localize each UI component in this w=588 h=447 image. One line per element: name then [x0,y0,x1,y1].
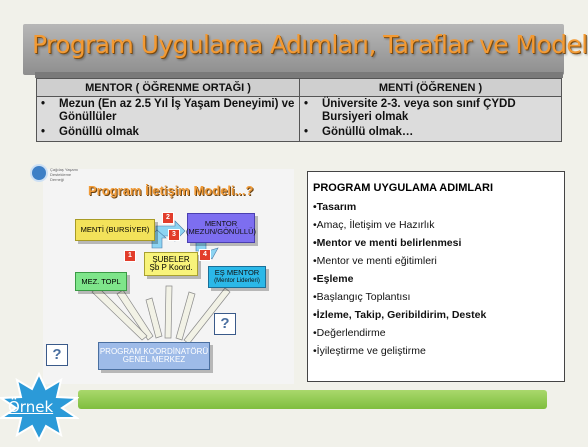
step-item: •Mentor ve menti eğitimleri [313,255,437,267]
menti-cell: • Üniversite 2-3. veya son sınıf ÇYDD Bu… [299,96,562,142]
mentor-cell: • Mezun (En az 2.5 Yıl İş Yaşam Deneyimi… [36,96,300,142]
mentor-item: Gönüllü olmak [59,126,139,138]
diagram-title: Program İletişim Modeli...? [88,183,254,198]
menti-header: MENTİ (ÖĞRENEN ) [299,78,562,97]
step-item: •Eşleme [313,273,354,285]
title-underline [35,72,563,78]
mentor-header: MENTOR ( ÖĞRENME ORTAĞI ) [36,78,300,97]
mez-topl-box-label: MEZ. TOPL [81,276,121,286]
question-mark-icon: ? [46,344,68,366]
step-item: •İyileştirme ve geliştirme [313,345,426,357]
roles-table: MENTOR ( ÖĞRENME ORTAĞI ) MENTİ (ÖĞRENEN… [36,78,562,142]
implementation-steps-panel [307,171,565,382]
menti-item: Üniversite 2-3. veya son sınıf ÇYDD Burs… [322,98,516,123]
footer-green-bar [78,390,547,409]
subeler-box-label: ŞUBELER [152,255,190,264]
organization-logo-icon [30,164,48,182]
mentor-box-sublabel: (MEZUN/GÖNÜLLÜ) [186,227,257,236]
slide-title: Program Uygulama Adımları, Taraflar ve M… [32,30,588,59]
step-item: •Başlangıç Toplantısı [313,291,411,303]
subeler-box: ŞUBELER Şb P Koord. [144,252,198,276]
list-item: • Mezun (En az 2.5 Yıl İş Yaşam Deneyimi… [39,98,297,124]
bullet: • [41,98,46,110]
bullet: • [304,126,309,138]
step-item: •İzleme, Takip, Geribildirim, Destek [313,309,487,321]
step-badge: 4 [199,249,211,261]
steps-title: PROGRAM UYGULAMA ADIMLARI [313,182,494,194]
bullet: • [41,126,46,138]
step-item: •Mentor ve menti belirlenmesi [313,237,462,249]
menti-bursiyer-box: MENTİ (BURSİYER) [75,219,155,241]
mez-topl-box: MEZ. TOPL [75,272,127,291]
logo-caption: Çağdaş Yaşamı Destekleme Derneği [50,167,79,182]
step-badge: 3 [168,229,180,241]
es-mentor-box-label: EŞ MENTOR [214,268,260,277]
title-bar [23,24,564,75]
star-burst-icon [0,372,79,442]
list-item: • Üniversite 2-3. veya son sınıf ÇYDD Bu… [302,98,559,124]
step-item: •Amaç, İletişim ve Hazırlık [313,219,435,231]
coordinator-box-sublabel: GENEL MERKEZ [122,355,186,364]
mentor-item: Mezun (En az 2.5 Yıl İş Yaşam Deneyimi) … [59,98,295,123]
subeler-box-sublabel: Şb P Koord. [149,263,193,272]
step-item: •Değerlendirme [313,327,386,339]
question-mark-icon: ? [214,313,236,335]
program-coordinator-box: PROGRAM KOORDİNATÖRÜ GENEL MERKEZ [98,342,210,370]
example-link[interactable]: Örnek [8,398,54,416]
list-item: • Gönüllü olmak… [302,126,559,139]
step-badge: 2 [162,212,174,224]
mentor-box-label: MENTOR [204,219,238,228]
step-badge: 1 [124,250,136,262]
menti-item: Gönüllü olmak… [322,126,414,138]
es-mentor-box: EŞ MENTOR (Mentor Liderleri) [208,266,266,288]
step-item: •Tasarım [313,201,357,213]
bullet: • [304,98,309,110]
es-mentor-box-sublabel: (Mentor Liderleri) [214,278,260,284]
list-item: • Gönüllü olmak [39,126,297,139]
mentor-box: MENTOR (MEZUN/GÖNÜLLÜ) [186,213,257,243]
menti-box-label: MENTİ (BURSİYER) [80,225,150,234]
coordinator-box-label: PROGRAM KOORDİNATÖRÜ [99,347,209,356]
